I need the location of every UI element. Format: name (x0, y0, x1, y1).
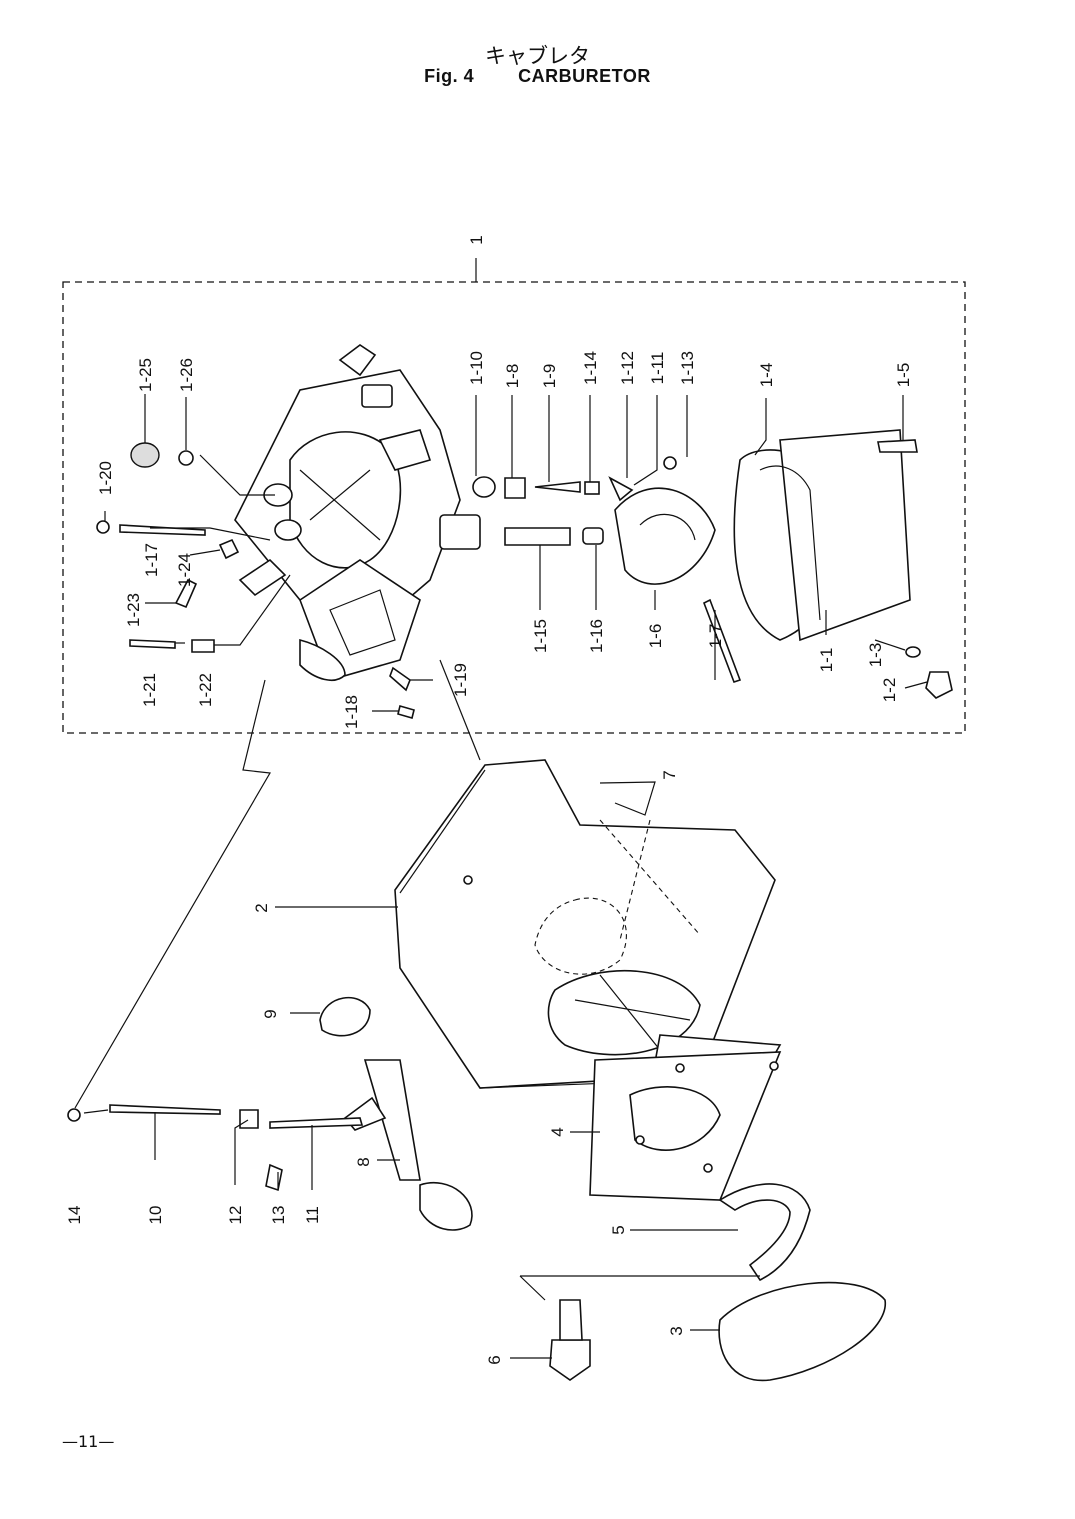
part-label-1-14: 1-14 (581, 351, 600, 385)
part-label-1-24: 1-24 (175, 553, 194, 587)
part-label-1-15: 1-15 (531, 619, 550, 653)
part-label-1-12: 1-12 (618, 351, 637, 385)
part-label-group: 1 1-25 1-26 1-20 1-17 1-24 1-23 1-21 1-2… (65, 235, 913, 1364)
part-label-1-9: 1-9 (540, 364, 559, 389)
part-label-14: 14 (65, 1206, 84, 1225)
part-label-1-26: 1-26 (177, 358, 196, 392)
part-label-1-16: 1-16 (587, 619, 606, 653)
figure-title-japanese: キャブレタ (485, 44, 590, 68)
part-label-1-2: 1-2 (880, 678, 899, 703)
carburetor-body-drawing (234, 344, 481, 681)
part-label-10: 10 (146, 1206, 165, 1225)
part-label-7: 7 (660, 770, 679, 779)
part-label-1-22: 1-22 (196, 673, 215, 707)
part-label-1-1: 1-1 (817, 648, 836, 673)
part-label-1-17: 1-17 (142, 543, 161, 577)
part-label-1-3: 1-3 (866, 643, 885, 668)
assembly-group-box (62, 258, 966, 734)
part-label-3: 3 (667, 1326, 686, 1335)
part-label-1-7: 1-7 (706, 624, 725, 649)
part-label-1-13: 1-13 (678, 351, 697, 385)
part-label-11: 11 (303, 1206, 322, 1224)
part-label-1-5: 1-5 (894, 363, 913, 388)
part-label-1-11: 1-11 (648, 352, 667, 385)
part-label-1-18: 1-18 (342, 695, 361, 729)
part-label-1-21: 1-21 (140, 673, 159, 707)
part-label-12: 12 (226, 1206, 245, 1225)
figure-title: Fig. 4 CARBURETOR (0, 66, 1075, 87)
part-label-1-4: 1-4 (757, 363, 776, 388)
part-label-4: 4 (548, 1127, 567, 1136)
part-label-assembly: 1 (467, 235, 486, 244)
part-label-13: 13 (269, 1206, 288, 1225)
air-cleaner-drawing (67, 759, 886, 1382)
part-label-1-25: 1-25 (136, 358, 155, 392)
assembly-small-parts (96, 429, 953, 719)
page-number: —11— (62, 1432, 115, 1451)
part-label-2: 2 (252, 903, 271, 912)
part-label-1-10: 1-10 (467, 351, 486, 385)
part-label-1-8: 1-8 (503, 364, 522, 389)
part-label-1-20: 1-20 (96, 461, 115, 495)
part-label-5: 5 (609, 1225, 628, 1234)
part-label-8: 8 (354, 1157, 373, 1166)
part-label-6: 6 (485, 1355, 504, 1364)
part-label-1-23: 1-23 (124, 593, 143, 627)
figure-number: Fig. 4 (424, 66, 475, 86)
part-label-1-6: 1-6 (646, 624, 665, 649)
leader-lines (74, 394, 928, 1359)
part-label-9: 9 (261, 1009, 280, 1018)
figure-title-english: CARBURETOR (518, 66, 651, 86)
part-label-1-19: 1-19 (451, 663, 470, 697)
